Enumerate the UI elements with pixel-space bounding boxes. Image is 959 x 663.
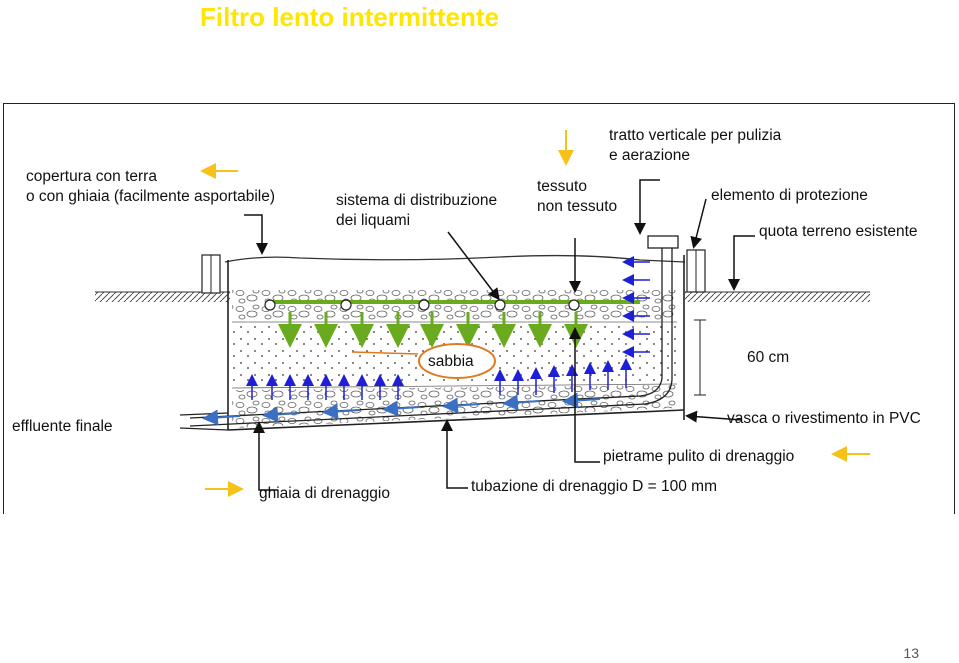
protection-posts xyxy=(201,249,706,294)
label-pointers xyxy=(244,179,755,491)
sabbia-highlight xyxy=(418,343,496,379)
top-gravel-layer xyxy=(232,290,677,320)
label-quota: quota terreno esistente xyxy=(759,223,918,240)
page-title: Filtro lento intermittente xyxy=(200,2,499,32)
label-altezza: 60 cm xyxy=(747,349,790,366)
label-sabbia: sabbia xyxy=(428,353,474,370)
cover-mound xyxy=(224,254,686,263)
height-dimension xyxy=(694,319,706,396)
label-sistema-line2: dei liquami xyxy=(336,212,411,229)
label-vasca: vasca o rivestimento in PVC xyxy=(727,410,921,427)
label-tratto-line2: e aerazione xyxy=(609,147,691,164)
percolation-arrows xyxy=(278,312,588,348)
page-number: 13 xyxy=(903,645,919,661)
label-pietrame: pietrame pulito di drenaggio xyxy=(603,448,795,465)
label-copertura-line2: o con ghiaia (facilmente asportabile) xyxy=(26,188,275,205)
drainage-flow-arrows xyxy=(202,392,601,426)
label-tessuto-line1: tessuto xyxy=(537,178,587,195)
label-tubazione: tubazione di drenaggio D = 100 mm xyxy=(471,478,718,495)
label-tratto-line1: tratto verticale per pulizia xyxy=(609,127,782,144)
label-copertura-line1: copertura con terra xyxy=(26,168,157,185)
distribution-nozzles xyxy=(264,299,580,311)
label-ghiaia: ghiaia di drenaggio xyxy=(259,485,390,502)
drainage-pipe xyxy=(189,235,679,427)
label-sistema-line1: sistema di distribuzione xyxy=(336,192,498,209)
diagram-frame xyxy=(3,103,955,514)
label-effluente: effluente finale xyxy=(12,418,113,435)
legend-arrows xyxy=(200,130,870,497)
label-elemento: elemento di protezione xyxy=(711,187,868,204)
aeration-arrows xyxy=(246,358,632,400)
vent-arrows xyxy=(622,256,650,358)
label-tessuto-line2: non tessuto xyxy=(537,198,618,215)
